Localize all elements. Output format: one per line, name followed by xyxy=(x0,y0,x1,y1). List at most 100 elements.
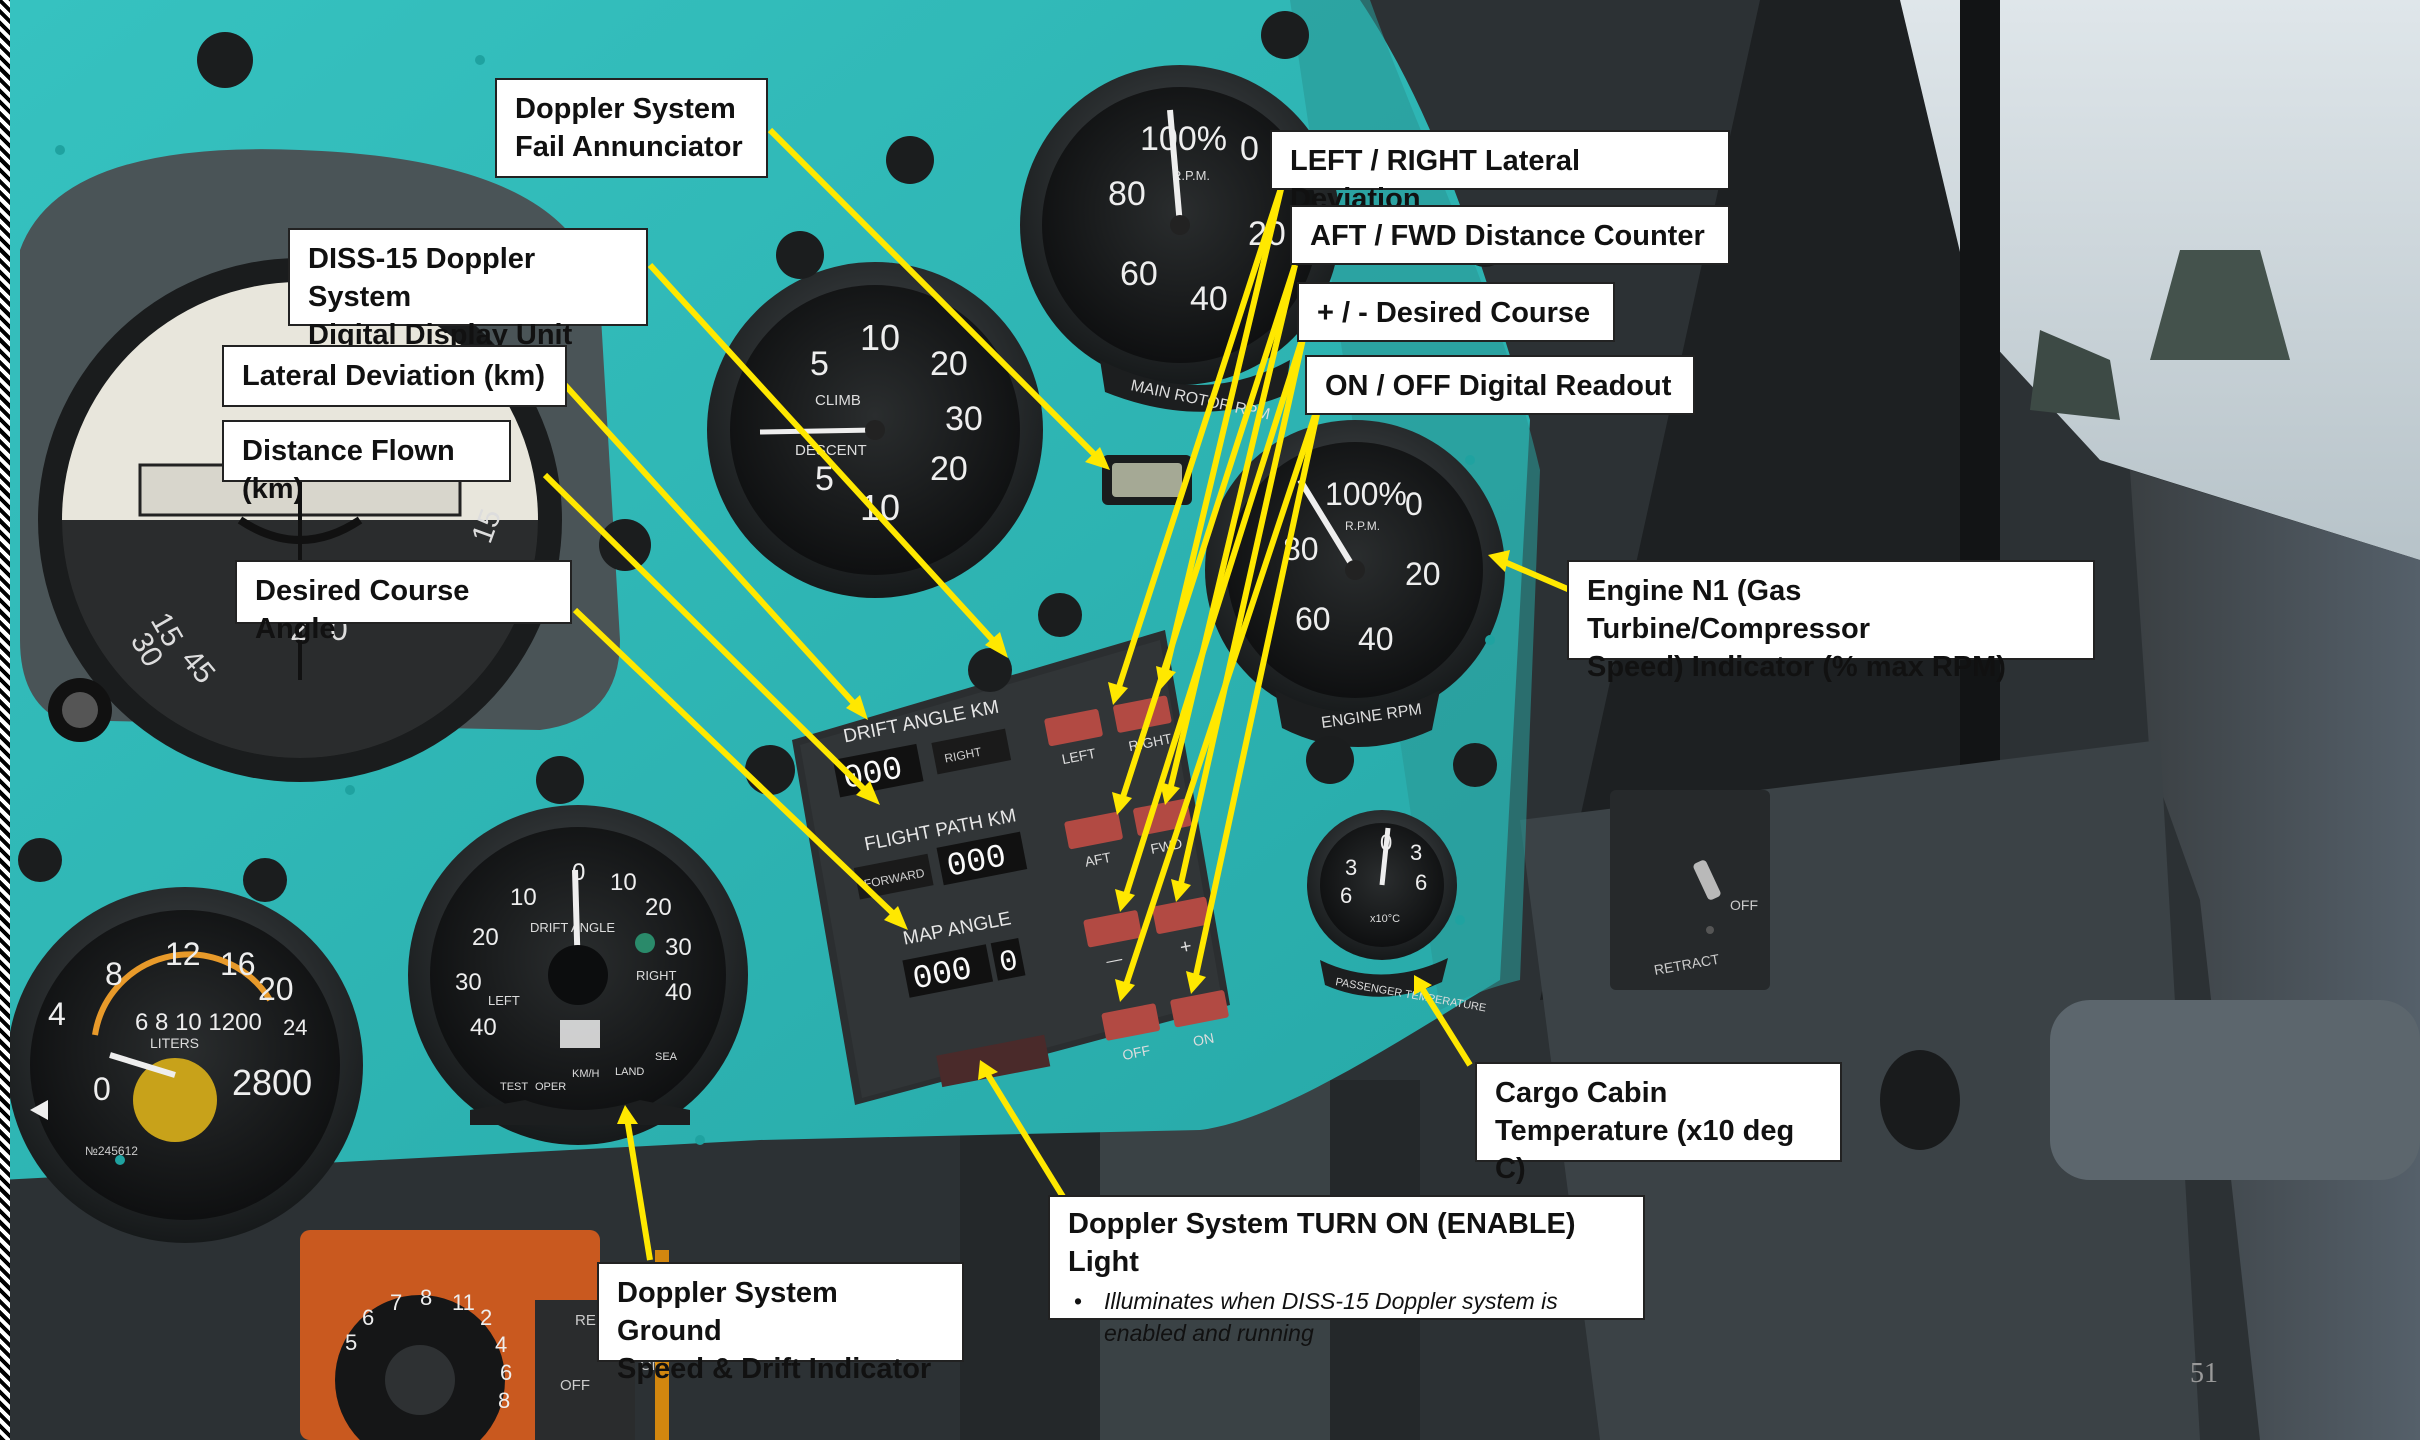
temp-tick: 3 xyxy=(1345,855,1357,880)
right-button[interactable] xyxy=(1113,695,1172,733)
callout-line: AFT / FWD Distance Counter xyxy=(1310,220,1705,252)
callout-line: Temperature (x10 deg C) xyxy=(1495,1115,1795,1185)
callout-desired-course-angle: Desired Course Angle xyxy=(235,560,572,645)
off-button[interactable] xyxy=(1101,1003,1160,1041)
drift-oper-label: OPER xyxy=(535,1081,566,1093)
drift-sea-label: SEA xyxy=(655,1051,678,1063)
rotary-tick: 6 xyxy=(362,1305,374,1330)
pointer-arrowheads xyxy=(617,447,1510,1124)
callout-plus-minus: + / - Desired Course xyxy=(1297,282,1615,342)
rotary-tick: 7 xyxy=(390,1290,402,1315)
left-button-label: LEFT xyxy=(1060,745,1097,767)
rotor-rpm-needle xyxy=(1167,109,1183,226)
off-button-label: OFF xyxy=(1121,1042,1152,1063)
rotary-tick: 11 xyxy=(452,1290,475,1315)
tree-silhouette xyxy=(2150,250,2290,360)
fuel-serial: №245612 xyxy=(85,1144,138,1158)
switch-off-label: OFF xyxy=(1730,897,1758,913)
fuel-tick: 24 xyxy=(283,1015,307,1040)
drift-kmh-label: KM/H xyxy=(572,1068,600,1080)
vsi-tick: 5 xyxy=(815,460,834,498)
vsi-tick: 10 xyxy=(860,487,900,528)
callout-line: + / - Desired Course xyxy=(1317,297,1591,329)
aft-button-label: AFT xyxy=(1083,849,1112,870)
callout-line: Cargo Cabin xyxy=(1495,1077,1668,1109)
callout-bullet: Illuminates when DISS-15 Doppler system … xyxy=(1068,1285,1625,1349)
callout-line: Desired Course Angle xyxy=(255,575,470,645)
rotary-tick: 5 xyxy=(345,1330,357,1355)
engine-rpm-needle xyxy=(1297,478,1358,572)
on-button[interactable] xyxy=(1170,990,1229,1028)
rotor-rpm-unit: R.P.M. xyxy=(1172,168,1210,183)
left-button[interactable] xyxy=(1044,709,1103,747)
drift-tick: 20 xyxy=(645,894,672,921)
drift-tick: 10 xyxy=(610,869,637,896)
rotary-tick: 2 xyxy=(480,1305,492,1330)
pointer-lateral xyxy=(562,382,863,713)
vsi-tick: 30 xyxy=(945,400,983,438)
fuel-inner-scale: 6 8 10 1200 xyxy=(135,1009,262,1036)
callout-line: Speed) Indicator (% max RPM) xyxy=(1587,651,2006,683)
temp-needle xyxy=(1379,827,1391,886)
rotor-rpm-tick: 60 xyxy=(1120,255,1158,293)
vsi-climb-label: CLIMB xyxy=(815,392,861,409)
pointer-engine xyxy=(1498,557,1572,593)
on-button-label: ON xyxy=(1192,1030,1216,1050)
rotary-off-label: OFF xyxy=(560,1377,590,1394)
engine-rpm-tick: 40 xyxy=(1358,621,1394,657)
pointer-plus xyxy=(1177,329,1308,889)
minus-button-label: — xyxy=(1105,951,1124,971)
callout-bullet-line: enabled and running xyxy=(1104,1320,1314,1346)
turn-on-light xyxy=(936,1034,1051,1088)
drift-tick: 20 xyxy=(472,924,499,951)
pointer-left xyxy=(1115,184,1285,691)
pointer-minus xyxy=(1122,329,1308,899)
rotary-tick: 6 xyxy=(500,1360,512,1385)
rotor-rpm-plate xyxy=(1100,360,1290,412)
pointer-course xyxy=(572,607,903,923)
pointer-turn-on xyxy=(982,1068,1068,1202)
callout-line: Lateral Deviation (km) xyxy=(242,360,545,392)
pointer-fail xyxy=(767,127,1103,463)
rotary-tick: 8 xyxy=(420,1285,432,1310)
left-border-strip xyxy=(0,0,10,1440)
engine-rpm-unit: R.P.M. xyxy=(1345,519,1380,533)
fuel-tick: 4 xyxy=(48,996,66,1032)
pointer-distance xyxy=(542,472,873,798)
callout-line: Fail Annunciator xyxy=(515,131,743,163)
vsi-needle xyxy=(759,427,876,435)
callout-lateral-deviation: Lateral Deviation (km) xyxy=(222,345,567,407)
callout-doppler-fail: Doppler System Fail Annunciator xyxy=(495,78,768,178)
switch-panel xyxy=(1610,790,1770,990)
engine-rpm-plate xyxy=(1275,690,1440,748)
drift-tick: 30 xyxy=(455,969,482,996)
temp-unit: x10°C xyxy=(1370,913,1400,925)
callout-line: DISS-15 Doppler System xyxy=(308,243,536,313)
page-number: 51 xyxy=(2190,1358,2218,1389)
temp-tick: 3 xyxy=(1410,840,1422,865)
fuel-hub xyxy=(133,1058,217,1142)
rotary-tick: 8 xyxy=(498,1388,510,1413)
fuel-tick: 0 xyxy=(93,1071,111,1107)
aft-button[interactable] xyxy=(1064,812,1123,850)
door-pillar xyxy=(2130,470,2420,1440)
callout-line: Doppler System TURN ON (ENABLE) Light xyxy=(1068,1208,1576,1278)
pointer-diss15 xyxy=(647,262,1003,651)
drift-right-label: RIGHT xyxy=(636,968,677,983)
toggle-switch[interactable] xyxy=(1692,859,1722,901)
callout-line: ON / OFF Digital Readout xyxy=(1325,370,1672,402)
drift-title: DRIFT ANGLE xyxy=(530,920,615,935)
drift-mode-switch[interactable] xyxy=(470,1100,690,1125)
minus-button[interactable] xyxy=(1083,910,1142,948)
drift-tick: 40 xyxy=(470,1014,497,1041)
vsi-tick: 10 xyxy=(860,317,900,358)
callout-pointers xyxy=(542,127,1572,1261)
plus-button[interactable] xyxy=(1152,896,1211,934)
fuel-tick: 20 xyxy=(258,971,294,1007)
pointer-temp xyxy=(1417,983,1473,1067)
drift-test-label: TEST xyxy=(500,1081,528,1093)
callout-line: Doppler System Ground xyxy=(617,1277,838,1347)
fuel-tick: 8 xyxy=(105,956,123,992)
callout-distance-flown: Distance Flown (km) xyxy=(222,420,511,505)
drift-left-label: LEFT xyxy=(488,993,520,1008)
